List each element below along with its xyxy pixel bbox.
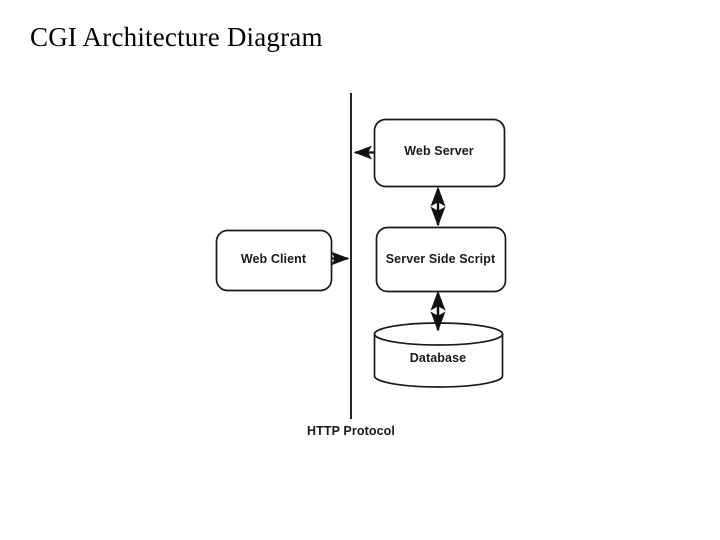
node-web-client[interactable]	[215, 229, 333, 292]
node-web-server[interactable]	[373, 118, 506, 188]
node-server-side-script[interactable]	[375, 226, 507, 293]
page-title: CGI Architecture Diagram	[30, 22, 323, 52]
database-cylinder-body	[373, 333, 504, 388]
node-database[interactable]	[373, 322, 504, 388]
